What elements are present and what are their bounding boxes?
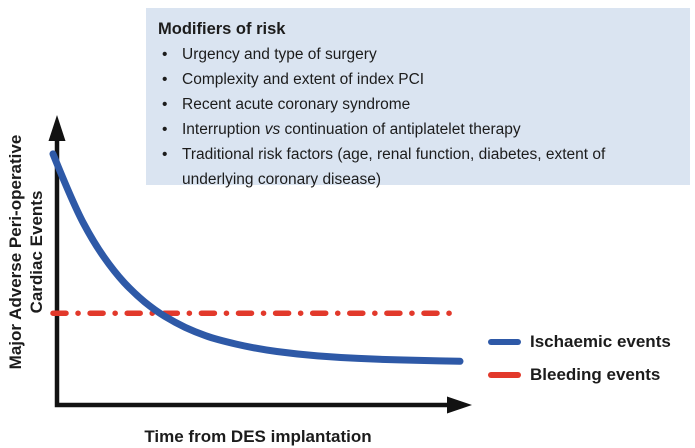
legend-label: Ischaemic events [530, 332, 671, 351]
bullet-item: • Interruption vs continuation of antipla… [158, 117, 676, 142]
y-axis-label-line1: Major Adverse Peri-operative [6, 134, 25, 370]
axes-lines [54, 137, 450, 408]
bullet-text: Interruption vs continuation of antiplat… [182, 121, 521, 138]
modifiers-list: • Urgency and type of surgery • Complexity … [158, 42, 676, 192]
legend: Ischaemic events Bleeding events [488, 332, 671, 385]
bullet-marker-icon: • [162, 121, 168, 138]
modifiers-title: Modifiers of risk [158, 20, 286, 38]
x-axis-arrow-icon [447, 396, 472, 414]
bullet-marker-icon: • [162, 96, 168, 113]
bullet-item: • Traditional risk factors (age, renal fu… [158, 142, 676, 192]
bullet-marker-icon: • [162, 71, 168, 88]
bleeding-swatch-icon [488, 371, 521, 379]
y-axis-label-line2: Cardiac Events [27, 190, 46, 314]
bullet-text: Complexity and extent of index PCI [182, 71, 425, 88]
legend-item-ischaemic: Ischaemic events [488, 332, 671, 352]
x-axis-label: Time from DES implantation [144, 427, 372, 446]
bullet-item: • Complexity and extent of index PCI [158, 67, 676, 92]
bullet-item: • Urgency and type of surgery [158, 42, 676, 67]
bullet-text: Traditional risk factors (age, renal fun… [182, 146, 606, 188]
y-axis-label: Major Adverse Peri-operative Cardiac Eve… [5, 135, 47, 370]
y-axis-arrow-icon [48, 115, 66, 141]
bullet-item: • Recent acute coronary syndrome [158, 92, 676, 117]
modifiers-box: Modifiers of risk • Urgency and type of s… [146, 8, 690, 188]
legend-label: Bleeding events [530, 365, 661, 384]
bullet-marker-icon: • [162, 46, 168, 63]
ischaemic-curve [49, 150, 464, 365]
legend-item-bleeding: Bleeding events [488, 365, 671, 385]
bullet-text: Recent acute coronary syndrome [182, 96, 411, 113]
bullet-marker-icon: • [162, 146, 168, 163]
bullet-text: Urgency and type of surgery [182, 46, 377, 63]
ischaemic-swatch-icon [488, 338, 521, 346]
